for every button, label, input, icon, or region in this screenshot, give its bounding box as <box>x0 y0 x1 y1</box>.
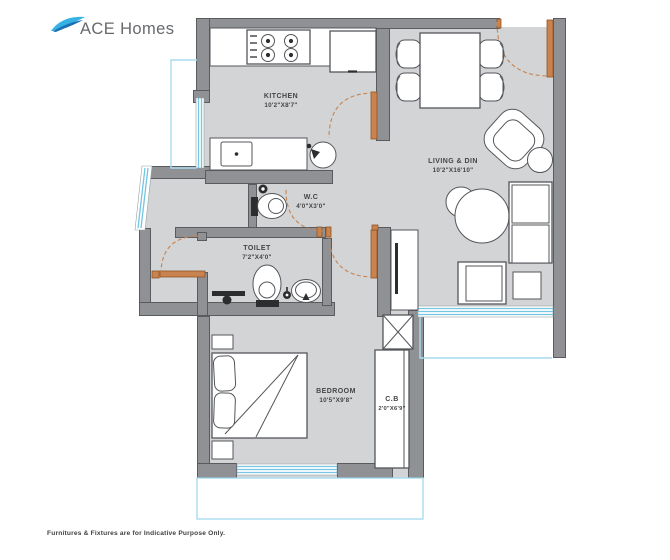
room-label-bedroom: BEDROOM 10'5"X9'8" <box>316 388 356 404</box>
dining-chairs <box>395 39 505 102</box>
kitchen-door <box>328 91 378 140</box>
brand-logo: ACE Homes <box>50 14 174 39</box>
square-armchair <box>457 261 507 305</box>
floor-tap-icon <box>283 287 291 299</box>
lobby-angled-window <box>134 165 153 231</box>
toilet-basin <box>291 279 321 303</box>
side-table <box>512 271 542 300</box>
wave-swoosh-icon <box>51 16 85 32</box>
shower-icon <box>212 291 245 305</box>
room-label-cb: C.B 2'0"X6'9" <box>378 396 406 412</box>
footnote: Furnitures & Fixtures are for Indicative… <box>47 530 226 537</box>
tv-unit <box>390 229 419 311</box>
nightstand <box>211 334 234 350</box>
wall-segment <box>322 238 332 306</box>
brand-name: ACE Homes <box>80 20 175 38</box>
living-window <box>417 305 554 318</box>
wc-commode <box>251 184 287 219</box>
room-label-kitchen: KITCHEN 10'2"X8'7" <box>263 93 299 109</box>
cupboard <box>374 349 410 469</box>
entrance-door <box>496 18 554 78</box>
room-label-toilet: TOILET 7'2"X4'0" <box>242 245 272 261</box>
wc-door <box>285 189 332 238</box>
room-label-wc: W.C 4'0"X3'0" <box>296 194 326 210</box>
bedroom-window <box>236 463 338 476</box>
chajja-outlines <box>170 59 552 520</box>
floor-area <box>145 168 207 308</box>
kitchen-window <box>195 97 205 169</box>
pillows <box>212 355 237 429</box>
coffee-tables <box>445 186 510 244</box>
toilet-door <box>151 235 206 279</box>
kitchen-sink <box>220 141 253 167</box>
passage-door <box>328 224 379 279</box>
round-stool <box>527 147 553 173</box>
toilet-commode <box>252 264 282 307</box>
stove-icon <box>246 29 311 65</box>
sofa <box>508 181 553 264</box>
fridge <box>329 30 377 73</box>
duct-shaft <box>382 314 414 350</box>
wall-segment <box>139 302 335 316</box>
dining-table <box>419 32 481 109</box>
wall-segment <box>376 28 390 141</box>
room-label-living: LIVING & DIN 10'2"X16'10" <box>428 158 478 174</box>
wall-segment <box>553 18 566 358</box>
wash-basin <box>306 141 337 169</box>
nightstand <box>211 440 234 460</box>
